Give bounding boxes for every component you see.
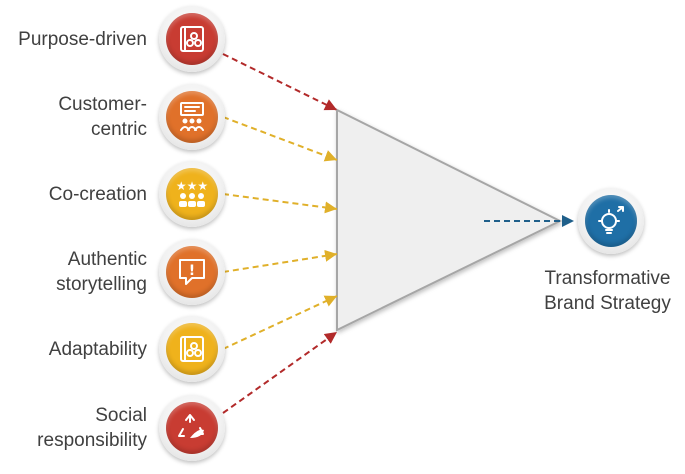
factor-label-line: storytelling — [56, 274, 147, 295]
factor-label: Customer-centric — [0, 92, 147, 142]
factor-label-line: Purpose-driven — [18, 28, 147, 50]
connector-arrow — [222, 331, 338, 414]
target-label-line: Brand Strategy — [544, 293, 671, 314]
factor-label-line: Authentic — [67, 249, 147, 270]
svg-text:!: ! — [189, 263, 195, 279]
idea-network-icon — [180, 26, 204, 52]
factor-badge — [159, 316, 225, 382]
idea-growth-icon — [598, 206, 624, 234]
factor-badge: ★★★ — [159, 161, 225, 227]
target-badge — [578, 188, 644, 254]
connector-arrow — [222, 295, 338, 350]
connector-arrow — [222, 53, 338, 111]
factor-label: Purpose-driven — [0, 27, 147, 52]
factor-label-line: Customer- — [58, 94, 147, 115]
target-label-line: Transformative — [544, 268, 671, 289]
connector-arrow — [222, 116, 338, 162]
funnel-triangle — [336, 108, 563, 332]
recycle-leaf-icon — [178, 414, 204, 438]
alert-speech-icon: ! — [179, 259, 205, 285]
factor-label-line: Co-creation — [48, 183, 147, 205]
factor-label: Adaptability — [0, 337, 147, 362]
factor-badge: ! — [159, 239, 225, 305]
idea-network-icon — [180, 336, 204, 362]
factor-label: Co-creation — [0, 182, 147, 207]
svg-text:★★★: ★★★ — [176, 179, 208, 193]
factor-label: Social responsibility — [0, 403, 147, 453]
factor-badge — [159, 84, 225, 150]
connector-arrow — [222, 193, 338, 214]
factor-label-line: Social — [95, 405, 147, 426]
rated-team-icon: ★★★ — [176, 179, 208, 207]
factor-label-line: responsibility — [37, 430, 147, 451]
factor-label-line: centric — [91, 119, 147, 140]
audience-presentation-icon — [180, 102, 204, 131]
factor-label-line: Adaptability — [48, 338, 147, 360]
connector-arrow — [222, 249, 338, 273]
factor-badge — [159, 395, 225, 461]
factor-badge — [159, 6, 225, 72]
factor-label: Authentic storytelling — [0, 247, 147, 297]
